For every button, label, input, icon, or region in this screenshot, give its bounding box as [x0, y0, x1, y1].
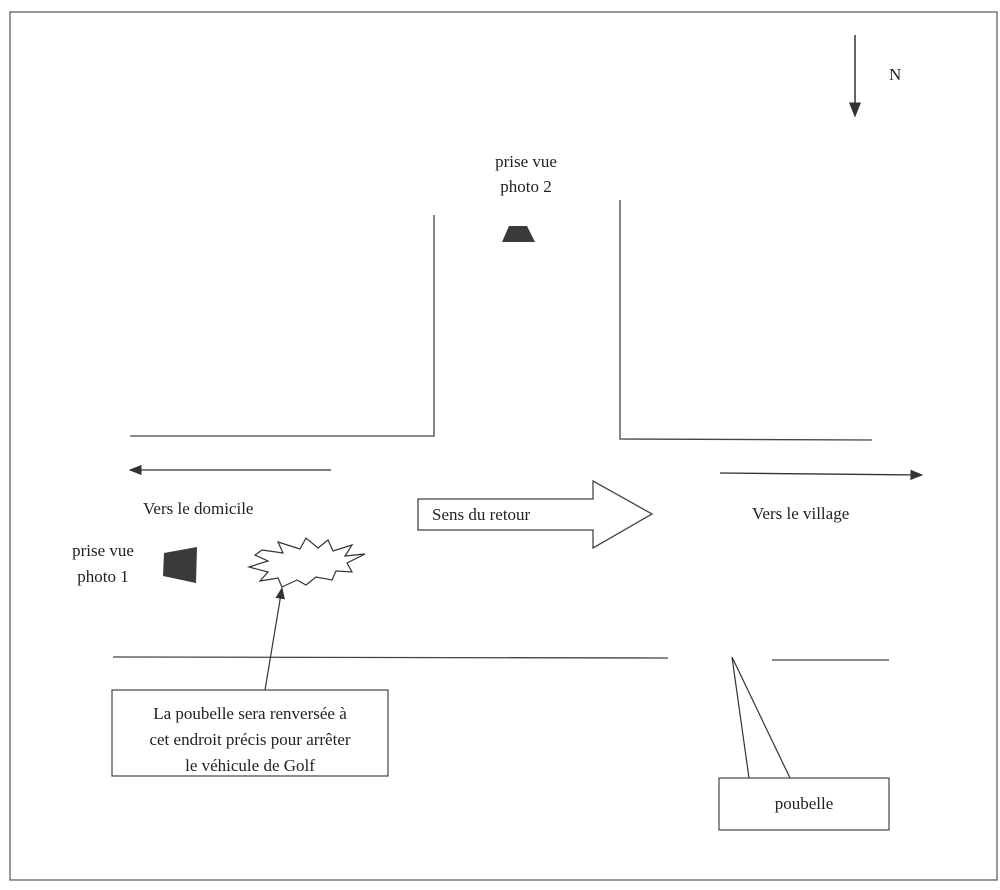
bin-label: poubelle	[775, 794, 834, 813]
callout-line2: cet endroit précis pour arrêter	[149, 730, 350, 749]
callout-line3: le véhicule de Golf	[185, 756, 315, 775]
road-edge-top-left	[130, 215, 435, 437]
camera-position-2-icon	[502, 226, 535, 242]
road-edges	[112, 200, 889, 661]
return-direction-arrow-icon	[417, 479, 654, 550]
photo1-label-line2: photo 1	[77, 567, 128, 586]
road-edge-bottom-left	[112, 656, 669, 659]
frame	[9, 11, 998, 881]
callout-pointer	[264, 586, 285, 691]
callout-box	[111, 689, 389, 777]
arrow-to-village-icon	[719, 469, 924, 481]
camera-position-1-icon	[163, 547, 197, 583]
impact-starburst-icon	[246, 537, 366, 588]
north-label: N	[889, 65, 901, 84]
photo2-label-line1: prise vue	[495, 152, 557, 171]
photo1-label-line1: prise vue	[72, 541, 134, 560]
bin-callout-pointer	[731, 656, 791, 779]
callout-line1: La poubelle sera renversée à	[153, 704, 347, 723]
label-return: Sens du retour	[432, 505, 531, 524]
road-edge-top-right	[619, 200, 873, 441]
photo2-label-line2: photo 2	[500, 177, 551, 196]
label-to-home: Vers le domicile	[143, 499, 253, 518]
bin-callout-box	[718, 777, 890, 831]
label-to-village: Vers le village	[752, 504, 849, 523]
